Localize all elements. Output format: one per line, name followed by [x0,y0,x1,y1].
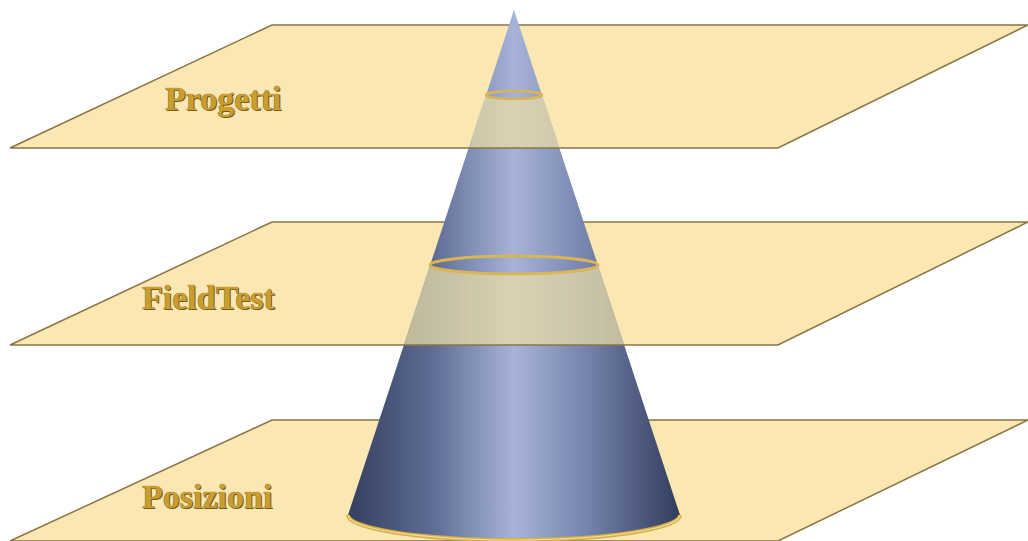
plane-face [10,25,1028,148]
plane-face [10,420,1028,541]
layer-label: Progetti [165,79,281,118]
plane-shape [10,25,1028,148]
layer-label: Posizioni [142,477,272,516]
plane-layer: Progetti [10,25,1028,148]
plane-layer: FieldTest [10,222,1028,345]
plane-face [10,222,1028,345]
plane-layer: Posizioni [10,420,1028,541]
layer-label: FieldTest [142,278,275,317]
